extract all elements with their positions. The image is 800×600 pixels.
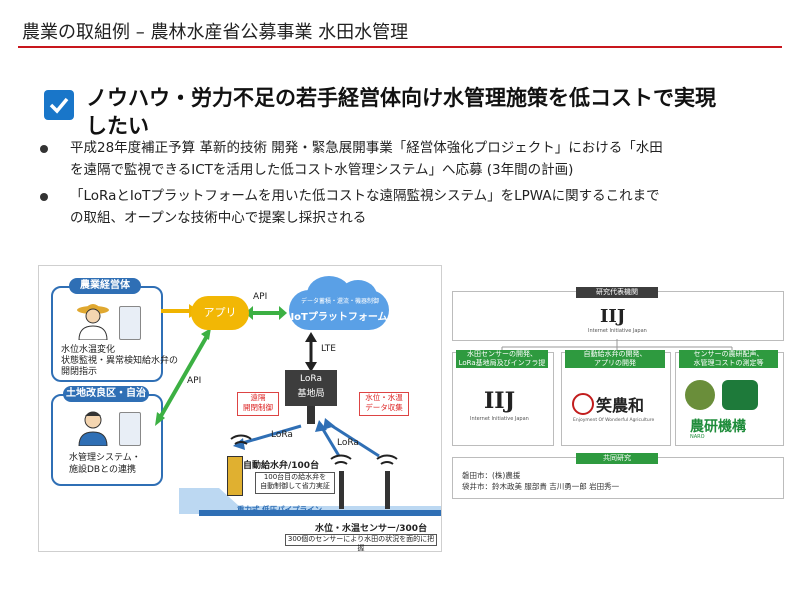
bullet-1-line-2: を遠隔で監視できるICTを活用した低コスト水管理システム」へ応募 (3年間の計画…: [70, 162, 574, 178]
staff-icon: [78, 411, 108, 446]
lora-label-1: LoRa: [271, 430, 293, 440]
collab-2-sub: Enjoyment Of Wonderful Agriculture: [573, 418, 655, 423]
tablet-icon: [119, 412, 141, 446]
collab-1-header-1: 水田センサーの開発、: [467, 350, 537, 358]
bullet-2: 「LoRaとIoTプラットフォームを用いた低コストな遠隔監視システム」をLPWA…: [70, 185, 770, 229]
base-line-2: 基地局: [297, 389, 325, 399]
collab-3-header-2: 水管理コストの測定等: [693, 359, 764, 367]
tablet-icon: [119, 306, 141, 340]
headline-line-1: ノウハウ・労力不足の若手経営体向け水管理施策を低コストで実現: [86, 86, 716, 110]
joint-line-1: 磐田市：(株)農援: [462, 471, 521, 480]
collab-3-header-1: センサーの農研配声、: [693, 350, 764, 358]
joint-header: 共同研究: [576, 453, 658, 464]
bullet-2-line-2: の取組、オープンな技術中心で提案し採択される: [70, 210, 367, 226]
collab-2-header: 自動給水弁の開発、 アプリの開発: [565, 350, 665, 368]
valve-note-1: 100台目の給水弁を: [263, 473, 327, 481]
app-bubble: アプリ: [191, 296, 249, 330]
collab-1-logo: IIJ: [484, 388, 515, 414]
lora-label-2: LoRa: [337, 438, 359, 448]
land-label: 土地改良区・自治体: [63, 386, 149, 415]
land-group: [51, 394, 163, 486]
farm-desc-3: 開閉指示: [61, 367, 98, 377]
valve-note: 100台目の給水弁を 自動制御して省力実証: [255, 472, 335, 494]
remote-line-1: 遠隔: [250, 393, 266, 402]
lead-header: 研究代表機関: [576, 287, 658, 298]
data-collect-box: 水位・水温 データ収集: [359, 392, 409, 416]
api-label-top: API: [253, 292, 268, 302]
land-desc-1: 水管理システム・: [69, 453, 141, 463]
collab-2-logo: 笑農和: [596, 396, 645, 415]
cloud-main: IoTプラットフォーム: [290, 312, 388, 323]
farm-desc-1: 水位水温変化: [61, 345, 116, 355]
collect-line-1: 水位・水温: [365, 393, 403, 402]
collect-line-2: データ収集: [365, 403, 403, 412]
bullet-1-line-1: 平成28年度補正予算 革新的技術 開発・緊急展開事業「経営体強化プロジェクト」に…: [70, 140, 663, 156]
valve-label: 自動給水弁/100台: [243, 461, 320, 471]
partner-logo-icon: [722, 380, 758, 410]
valve-icon: [227, 456, 243, 496]
land-desc-2: 施設DBとの連携: [69, 465, 137, 475]
farm-desc-2: 状態監視・異常検知給水弁の: [61, 356, 179, 366]
collab-2-header-1: 自動給水弁の開発、: [583, 350, 647, 358]
headline-line-2: したい: [86, 114, 149, 138]
slide-title: 農業の取組例 – 農林水産省公募事業 水田水管理: [22, 22, 409, 43]
partner-logo-icon: [685, 380, 715, 410]
remote-line-2: 開閉制御: [243, 403, 273, 412]
lora-base-station: LoRa 基地局: [285, 370, 337, 406]
collab-2-header-2: アプリの開発: [594, 359, 636, 367]
collab-3-sub: NARO: [690, 434, 705, 440]
system-diagram: 農業経営体 水位水温変化 状態監視・異常検知給水弁の 開閉指示 土地改良区・自治…: [38, 265, 442, 552]
cloud-sub: データ蓄積・還流・機器制御: [300, 298, 379, 305]
lead-logo: IIJ: [600, 306, 626, 327]
shonowa-mark-icon: [572, 393, 594, 415]
headline: ノウハウ・労力不足の若手経営体向け水管理施策を低コストで実現 したい: [86, 84, 766, 140]
pipeline-label: 重力式 低圧パイプライン: [237, 505, 323, 514]
cloud-puff: [339, 280, 377, 312]
bullet-dot: [40, 193, 48, 201]
bullet-1: 平成28年度補正予算 革新的技術 開発・緊急展開事業「経営体強化プロジェクト」に…: [70, 137, 770, 181]
remote-control-box: 遠隔 開閉制御: [237, 392, 279, 416]
lte-label: LTE: [321, 344, 336, 354]
base-line-1: LoRa: [300, 374, 322, 384]
collab-3-logo: 農研機構: [690, 419, 746, 435]
title-rule: [18, 46, 782, 48]
sensor-label: 水位・水温センサー/300台: [315, 524, 428, 534]
collab-1-sub: Internet Initiative Japan: [470, 416, 529, 422]
farm-label: 農業経営体: [69, 278, 141, 294]
sensor-note: 300個のセンサーにより水田の状況を面的に把握: [285, 534, 437, 552]
joint-line-2: 袋井市：鈴木政美 服部貴 吉川勇一郎 岩田秀一: [462, 482, 620, 491]
bullet-dot: [40, 145, 48, 153]
valve-note-2: 自動制御して省力実証: [260, 482, 330, 490]
lead-org-box: [452, 291, 784, 341]
collab-3-header: センサーの農研配声、 水管理コストの測定等: [679, 350, 778, 368]
api-label-side: API: [187, 376, 202, 386]
checkbox-icon: [44, 90, 74, 120]
collab-1-header-2: LoRa基地局及びインフラ提供: [458, 359, 546, 376]
farmer-icon: [77, 304, 109, 340]
collab-1-header: 水田センサーの開発、 LoRa基地局及びインフラ提供: [456, 350, 548, 376]
bullet-2-line-1: 「LoRaとIoTプラットフォームを用いた低コストな遠隔監視システム」をLPWA…: [70, 188, 660, 204]
lead-sub: Internet Initiative Japan: [588, 328, 647, 334]
